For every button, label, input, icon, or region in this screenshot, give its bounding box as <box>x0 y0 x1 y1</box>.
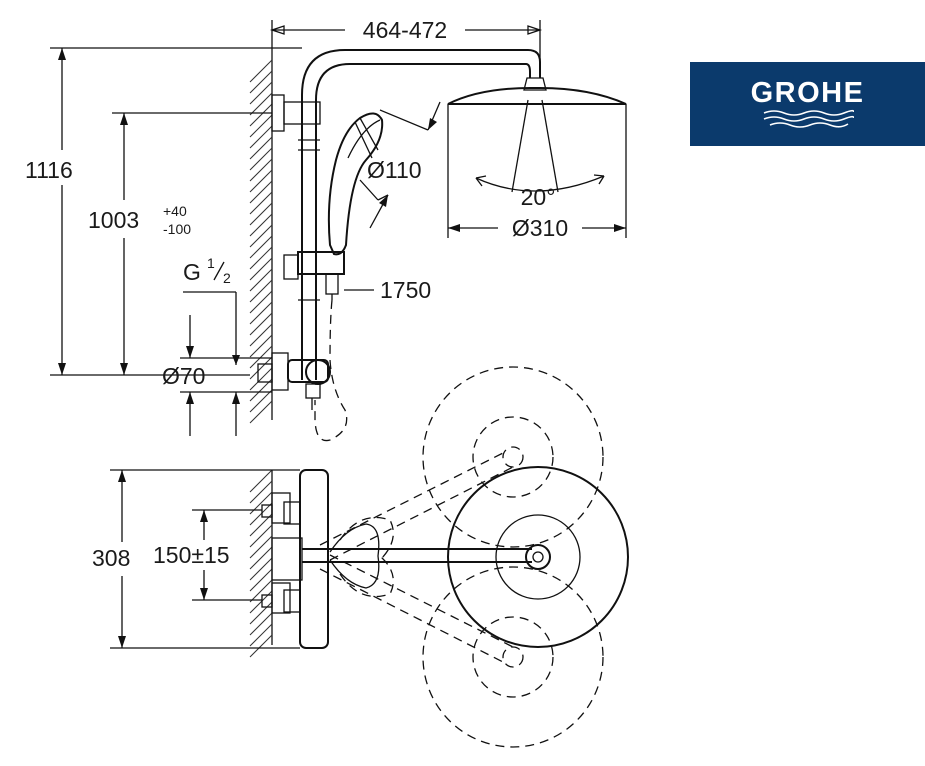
swivel-positions <box>319 366 604 748</box>
dim-arm-projection: 464-472 <box>363 17 447 43</box>
dim-head-height: 1003 <box>88 207 139 233</box>
dim-overall-height: 1116 <box>25 157 73 183</box>
overhead-shower <box>447 77 627 193</box>
dim-thread-prefix: G <box>183 259 201 285</box>
dim-inlet-centres: 150±15 <box>153 542 230 568</box>
hand-shower <box>327 112 384 256</box>
grohe-logo: GROHE <box>690 62 925 146</box>
dim-hand-shower-diameter: Ø110 <box>367 157 422 183</box>
dim-escutcheon-diameter: Ø70 <box>162 363 205 389</box>
wave-icon <box>763 109 854 128</box>
wall-top <box>249 469 273 658</box>
dim-overhead-angle: 20° <box>521 184 556 210</box>
dim-head-height-tol-plus: +40 <box>163 203 187 219</box>
wall-front <box>249 59 273 424</box>
dim-thread-num: 1 <box>207 255 215 271</box>
dim-mixer-height: 308 <box>92 545 130 571</box>
riser-pipe <box>271 49 541 380</box>
logo-wordmark: GROHE <box>750 76 865 109</box>
hose <box>314 299 348 442</box>
dim-hose-length: 1750 <box>380 277 431 303</box>
thermostat-top <box>261 469 532 649</box>
overhead-top-view <box>447 466 629 648</box>
dim-head-height-tol-minus: -100 <box>163 221 191 237</box>
dim-thread-den: 2 <box>223 270 231 286</box>
slider <box>283 251 345 300</box>
thermostat-front <box>257 352 331 410</box>
dim-overhead-diameter: Ø310 <box>512 215 568 241</box>
dimension-lines <box>50 20 627 649</box>
